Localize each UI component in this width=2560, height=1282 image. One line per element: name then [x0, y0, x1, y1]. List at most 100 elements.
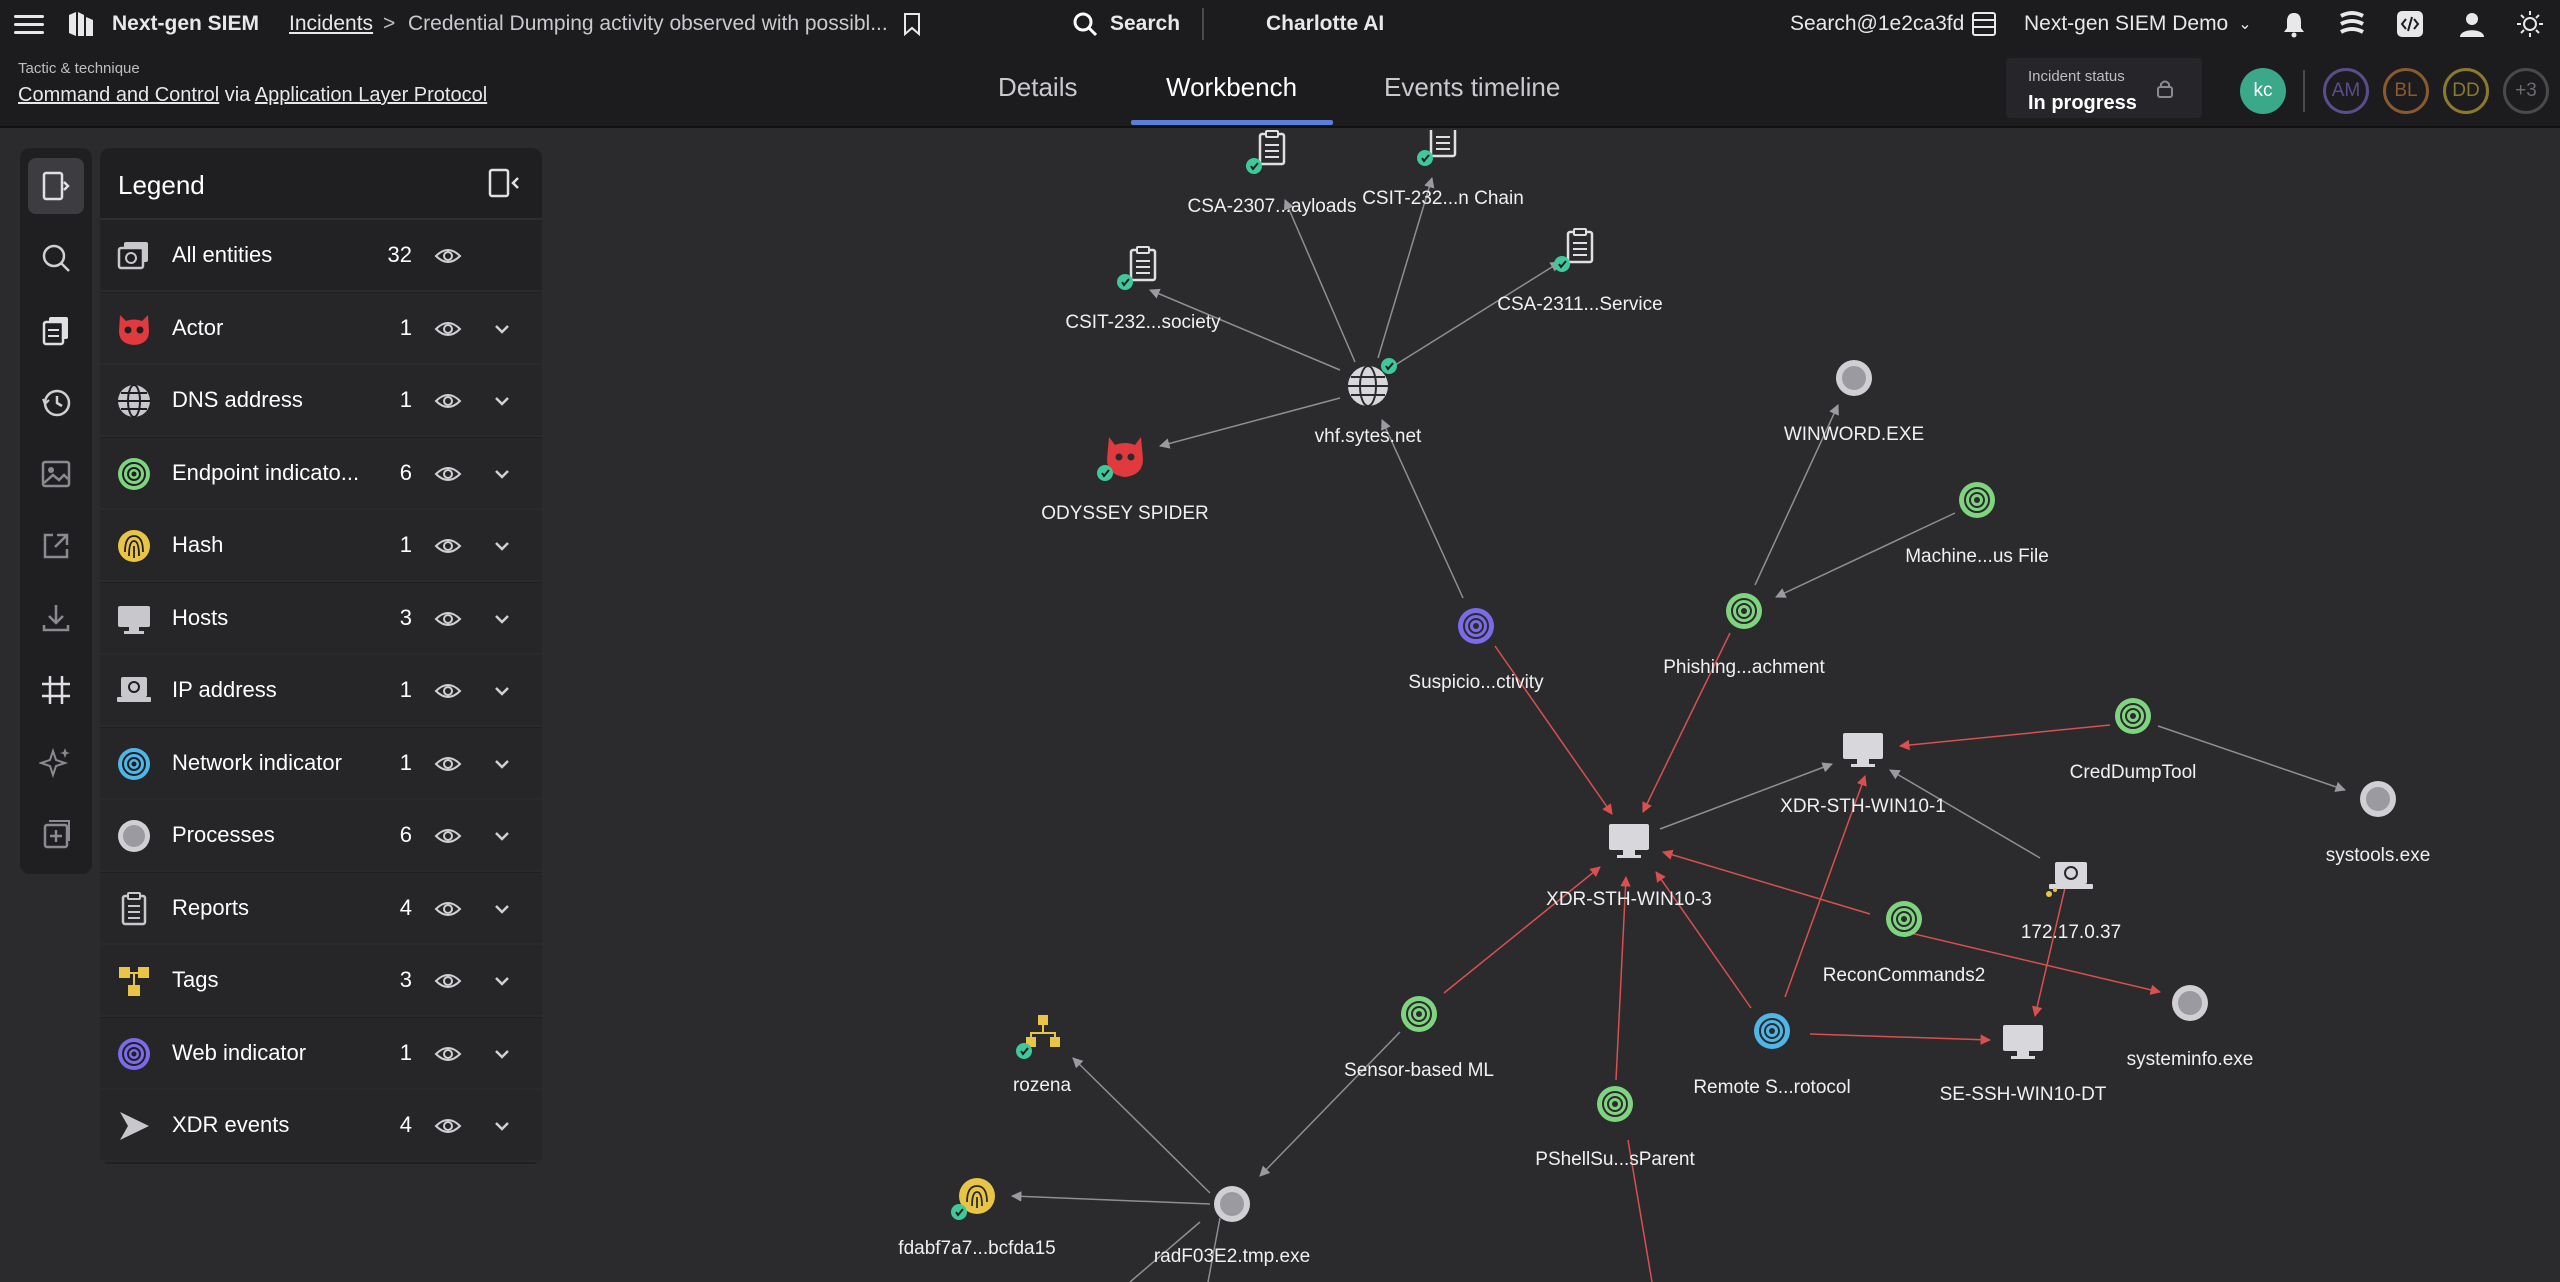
eye-icon[interactable] [434, 752, 462, 776]
graph-node[interactable]: CSIT-232...n Chain [1362, 130, 1524, 209]
code-icon[interactable] [2396, 10, 2424, 38]
image-export-button[interactable] [28, 446, 84, 502]
eye-icon[interactable] [434, 679, 462, 703]
breadcrumb-incidents-link[interactable]: Incidents [289, 12, 374, 35]
graph-node[interactable]: CSA-2311...Service [1497, 227, 1663, 315]
graph-node[interactable]: Phishing...achment [1663, 592, 1826, 678]
eye-icon[interactable] [434, 897, 462, 921]
chevron-down-icon[interactable] [492, 464, 512, 484]
workspace-selector[interactable]: Next-gen SIEM Demo ⌄ [2024, 0, 2252, 48]
collapse-panel-icon[interactable] [488, 166, 522, 200]
graph-node[interactable]: systeminfo.exe [2127, 985, 2254, 1070]
eye-icon[interactable] [434, 534, 462, 558]
menu-icon[interactable] [14, 0, 46, 48]
apps-icon[interactable] [2338, 10, 2366, 38]
graph-node[interactable]: ODYSSEY SPIDER [1041, 437, 1209, 524]
entity-graph[interactable]: CSA-2307...ayloads CSIT-232...n Chain CS… [0, 130, 2560, 1282]
copy-button[interactable] [28, 302, 84, 358]
graph-node[interactable]: XDR-STH-WIN10-3 [1546, 824, 1712, 910]
graph-node[interactable]: CredDumpTool [2070, 697, 2197, 783]
graph-node[interactable]: CSIT-232...society [1065, 245, 1221, 333]
chevron-down-icon[interactable] [492, 391, 512, 411]
eye-icon[interactable] [434, 607, 462, 631]
graph-node[interactable]: radF03E2.tmp.exe [1154, 1186, 1310, 1267]
graph-node[interactable]: SE-SSH-WIN10-DT [1940, 1025, 2107, 1105]
eye-icon[interactable] [434, 1042, 462, 1066]
brand[interactable]: Next-gen SIEM [66, 0, 259, 48]
eye-icon[interactable] [434, 389, 462, 413]
graph-node[interactable]: XDR-STH-WIN10-1 [1780, 733, 1946, 817]
graph-node[interactable]: WINWORD.EXE [1784, 360, 1924, 445]
graph-node[interactable]: CSA-2307...ayloads [1188, 130, 1357, 217]
legend-panel-button[interactable] [28, 158, 84, 214]
graph-node[interactable]: PShellSu...sParent [1535, 1085, 1695, 1170]
download-button[interactable] [28, 590, 84, 646]
graph-node[interactable]: rozena [1013, 1015, 1072, 1096]
graph-node[interactable]: Suspicio...ctivity [1408, 608, 1544, 693]
eye-icon[interactable] [434, 244, 462, 268]
chevron-down-icon[interactable] [492, 1116, 512, 1136]
graph-node[interactable]: systools.exe [2326, 781, 2431, 866]
eye-icon[interactable] [434, 462, 462, 486]
eye-icon[interactable] [434, 1114, 462, 1138]
tab-details[interactable]: Details [998, 72, 1078, 102]
incident-status[interactable]: Incident status In progress [2006, 58, 2202, 118]
eye-icon[interactable] [434, 824, 462, 848]
graph-node[interactable]: Machine...us File [1905, 481, 2049, 567]
tactic-link[interactable]: Command and Control [18, 84, 220, 106]
avatar[interactable]: DD [2443, 68, 2489, 114]
chevron-down-icon[interactable] [492, 681, 512, 701]
bell-icon[interactable] [2280, 10, 2308, 38]
bookmark-icon[interactable] [902, 0, 922, 48]
graph-node[interactable]: 172.17.0.37 [2021, 862, 2121, 943]
chevron-down-icon[interactable] [492, 899, 512, 919]
eye-icon[interactable] [434, 317, 462, 341]
user-account[interactable]: Search@1e2ca3fd [1790, 12, 1965, 35]
graph-node[interactable]: vhf.sytes.net [1315, 357, 1422, 447]
tab-workbench[interactable]: Workbench [1166, 72, 1298, 102]
chevron-down-icon[interactable] [492, 609, 512, 629]
add-entity-button[interactable] [28, 806, 84, 862]
history-button[interactable] [28, 374, 84, 430]
theme-sun-icon[interactable] [2516, 10, 2544, 38]
chevron-down-icon[interactable] [492, 319, 512, 339]
chevron-down-icon[interactable] [492, 536, 512, 556]
share-button[interactable] [28, 518, 84, 574]
ai-layout-button[interactable] [28, 734, 84, 790]
charlotte-ai-button[interactable]: Charlotte AI [1266, 12, 1385, 35]
legend-row[interactable]: Endpoint indicato...6 [100, 437, 542, 510]
technique-link[interactable]: Application Layer Protocol [254, 84, 488, 106]
chevron-down-icon[interactable] [492, 754, 512, 774]
avatar[interactable]: BL [2383, 68, 2429, 114]
graph-node[interactable]: Sensor-based ML [1344, 995, 1494, 1081]
grid-layout-button[interactable] [28, 662, 84, 718]
server-icon[interactable] [1970, 10, 1998, 38]
node-label: radF03E2.tmp.exe [1154, 1246, 1310, 1267]
graph-node[interactable]: ReconCommands2 [1823, 900, 1986, 986]
chevron-down-icon[interactable] [492, 971, 512, 991]
search-button[interactable]: Search [1072, 0, 1180, 48]
avatar-overflow[interactable]: +3 [2503, 68, 2549, 114]
eye-icon[interactable] [434, 969, 462, 993]
avatar[interactable]: AM [2323, 68, 2369, 114]
chevron-down-icon[interactable] [492, 1044, 512, 1064]
profile-icon[interactable] [2458, 10, 2486, 38]
avatar[interactable]: kc [2240, 68, 2286, 114]
graph-node[interactable]: fdabf7a7...bcfda15 [898, 1178, 1056, 1259]
graph-node[interactable]: Remote S...rotocol [1693, 1013, 1851, 1098]
tab-events-timeline[interactable]: Events timeline [1384, 72, 1561, 102]
chevron-down-icon[interactable] [492, 826, 512, 846]
search-graph-button[interactable] [28, 230, 84, 286]
